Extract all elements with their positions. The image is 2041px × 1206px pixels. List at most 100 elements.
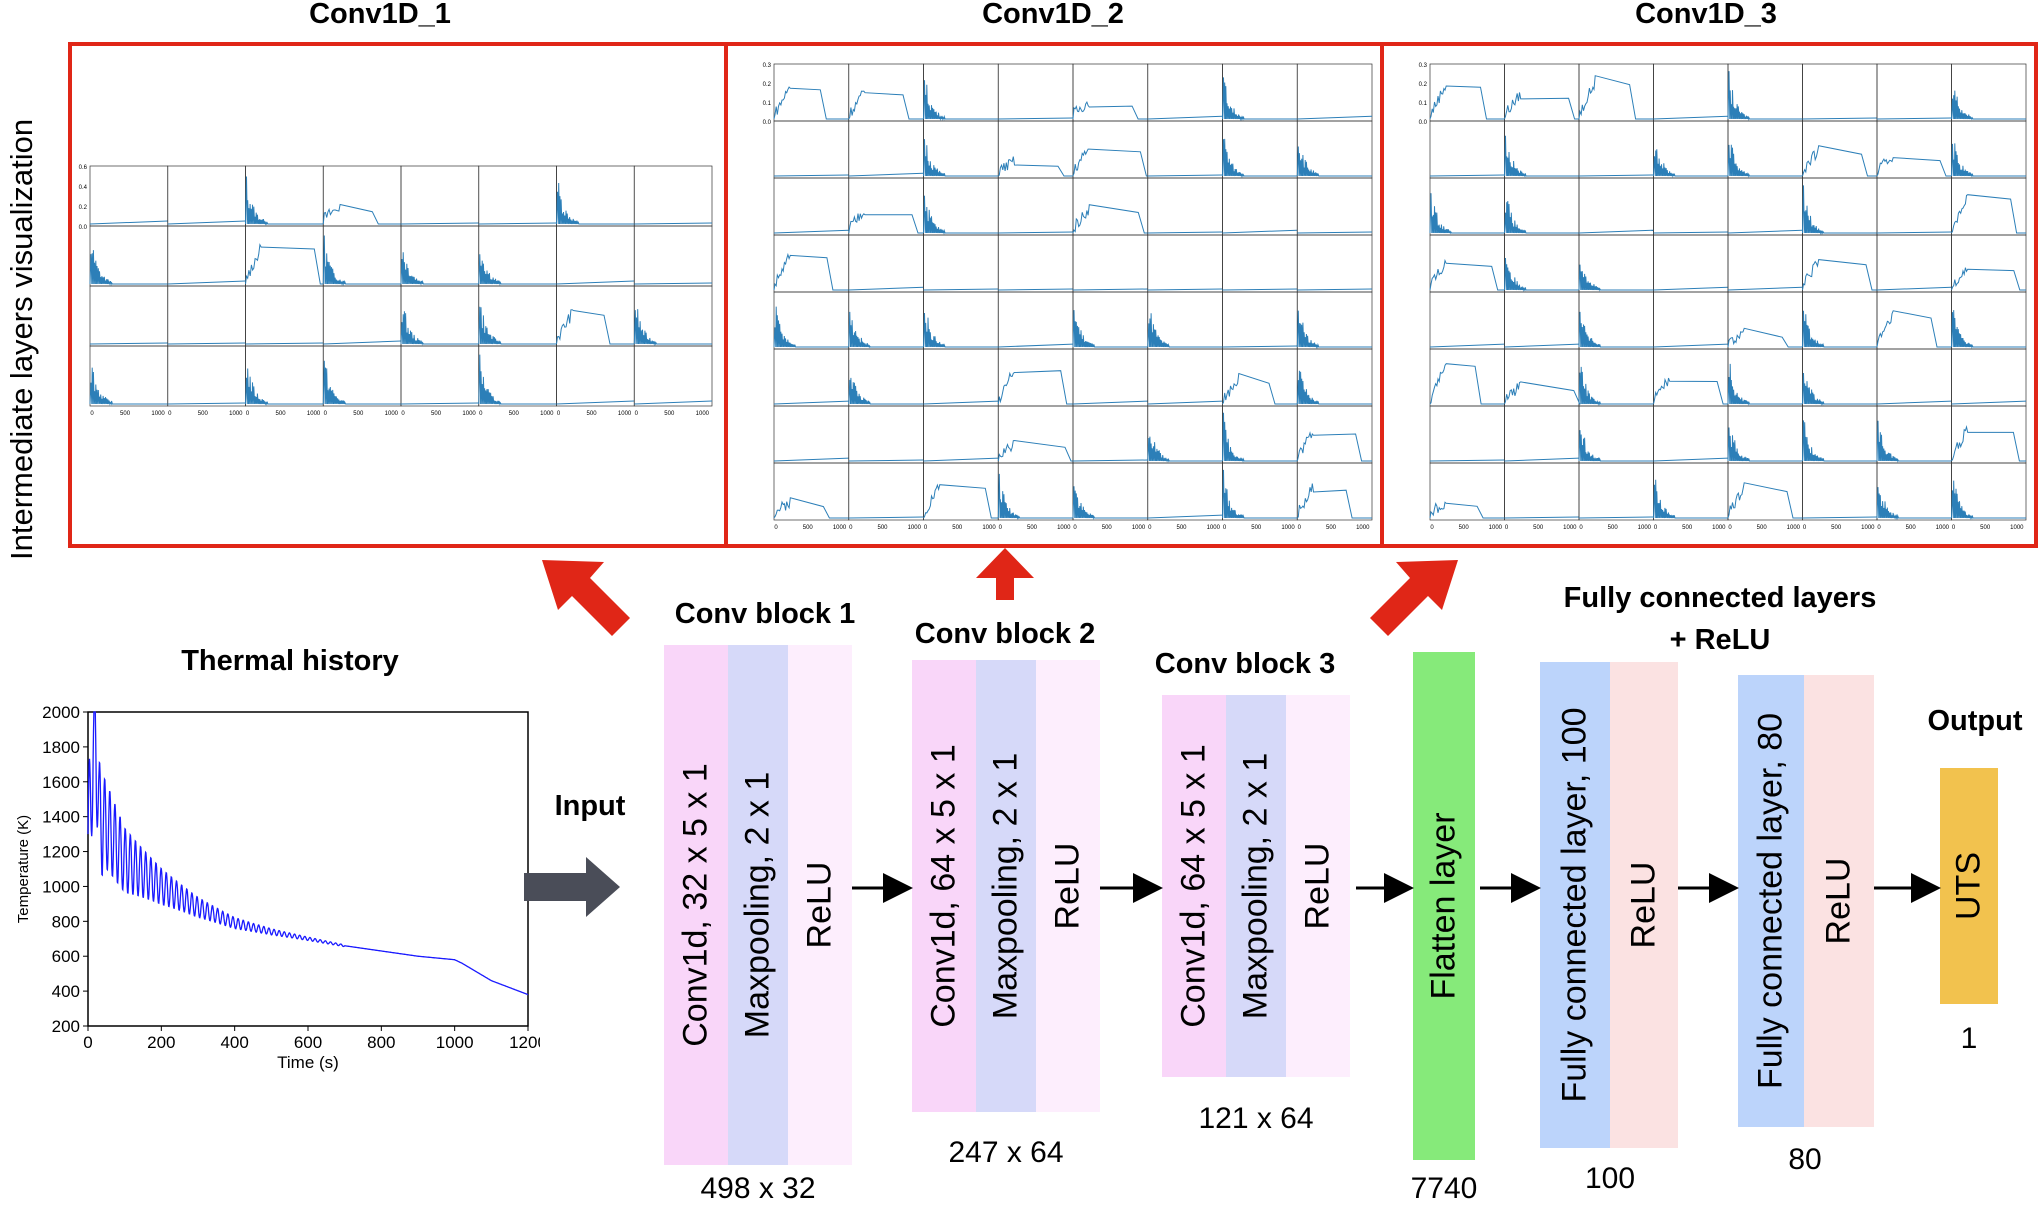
flatten-layer: Flatten layer [1413, 652, 1475, 1160]
panel-x-tick: 500 [509, 411, 520, 417]
feature-signal [1951, 425, 2026, 462]
feature-signal [1222, 229, 1298, 234]
panel-x-tick: 1000 [908, 525, 922, 531]
feature-signal [1802, 516, 1878, 519]
feature-signal [1578, 174, 1654, 177]
feature-signal [1727, 482, 1803, 519]
panel-y-tick: 0.3 [763, 63, 772, 69]
feature-signal [1802, 310, 1877, 348]
panel-x-tick: 0 [1952, 525, 1956, 531]
feature-signal [773, 457, 849, 462]
feature-signal [1653, 377, 1728, 405]
red-arrow-shape [976, 548, 1034, 600]
feature-signal [923, 139, 999, 177]
feature-signal [848, 459, 924, 462]
conv-block-1-conv1d: Conv1d, 32 x 5 x 1 [664, 645, 728, 1165]
feature-signal [245, 342, 324, 345]
panel-x-tick: 0 [1505, 525, 1509, 531]
panel-x-tick: 0 [774, 525, 778, 531]
feature-signal [1429, 501, 1505, 519]
panel-y-tick: 0.3 [1419, 63, 1428, 69]
thermal-history-chart: 0200400600800100012002000180016001400120… [15, 703, 540, 1072]
panel-y-tick: 0.0 [763, 120, 772, 126]
panel-x-tick: 0 [168, 411, 172, 417]
panel-x-tick: 1000 [618, 411, 632, 417]
feature-signal [1876, 286, 1952, 291]
feature-signal [1802, 420, 1877, 462]
panel-x-tick: 1000 [1356, 525, 1370, 531]
feature-signal [997, 473, 1073, 520]
y-tick-label: 800 [52, 912, 80, 931]
feature-signal [1802, 259, 1877, 291]
fc-title-line1: Fully connected layers [1563, 582, 1877, 614]
panel-x-tick: 1000 [833, 525, 847, 531]
feature-signal [245, 176, 324, 226]
feature-signal [848, 311, 924, 349]
input-label: Input [554, 790, 626, 822]
feature-signal [322, 203, 401, 225]
panel-x-tick: 0 [90, 411, 94, 417]
feature-signal [1802, 117, 1878, 120]
feature-signal [167, 402, 246, 405]
feature-signal [1504, 200, 1579, 234]
feature-signal [848, 90, 924, 120]
feature-signal [1504, 343, 1580, 348]
feature-signal [1222, 372, 1298, 405]
panel-y-tick: 0.0 [79, 225, 88, 231]
feature-signal [1429, 459, 1505, 462]
feature-signal [323, 340, 402, 345]
feature-signal [1296, 370, 1372, 405]
y-tick-label: 400 [52, 982, 80, 1001]
y-tick-label: 1600 [42, 773, 80, 792]
feature-signal [923, 457, 999, 462]
feature-signal [848, 213, 924, 234]
feature-signal [1951, 267, 2026, 291]
x-axis-label: Time (s) [277, 1053, 339, 1072]
panel-x-tick: 500 [952, 525, 963, 531]
panel-x-tick: 0 [999, 525, 1003, 531]
feature-signal [923, 483, 999, 519]
panel-x-tick: 500 [1177, 525, 1188, 531]
feature-signal [89, 220, 168, 225]
feature-signal [1147, 514, 1223, 519]
conv-block-2-title: Conv block 2 [914, 618, 1096, 650]
feature-signal [556, 309, 635, 345]
feature-signal [1504, 135, 1579, 178]
feature-signal [1802, 145, 1877, 177]
feature-signal [1578, 366, 1654, 406]
feature-signal [1072, 310, 1148, 348]
x-tick-label: 600 [294, 1033, 322, 1052]
conv-block-3-title: Conv block 3 [1154, 648, 1336, 680]
panel-x-tick: 500 [1980, 525, 1991, 531]
feature-signal [848, 377, 924, 405]
feature-signal [1072, 100, 1148, 120]
feature-signal [1296, 483, 1372, 519]
feature-signal [1951, 90, 2026, 121]
panel-x-tick: 1000 [982, 525, 996, 531]
feature-signal [167, 280, 246, 285]
x-tick-label: 0 [83, 1033, 92, 1052]
feature-signal [1578, 516, 1654, 519]
panel-x-tick: 500 [1906, 525, 1917, 531]
panel-x-tick: 500 [431, 411, 442, 417]
feature-signal [245, 368, 324, 406]
feature-signal [634, 222, 713, 225]
panel-x-tick: 1000 [1563, 525, 1577, 531]
feature-signal [1429, 258, 1505, 291]
feature-signal [322, 235, 401, 286]
feature-signal [1653, 115, 1729, 120]
feature-signal [1653, 149, 1728, 178]
feature-signal [1072, 288, 1148, 291]
feature-signal [1727, 327, 1803, 348]
panel-x-tick: 1000 [1787, 525, 1801, 531]
panel-x-tick: 0 [1148, 525, 1152, 531]
panel-x-tick: 0 [1877, 525, 1881, 531]
y-tick-label: 600 [52, 947, 80, 966]
feature-signal [1222, 345, 1298, 348]
grey-arrow-shape [524, 857, 620, 917]
feature-signal [1429, 343, 1505, 348]
panel-x-tick: 0 [557, 411, 561, 417]
feature-signal [1147, 400, 1223, 405]
